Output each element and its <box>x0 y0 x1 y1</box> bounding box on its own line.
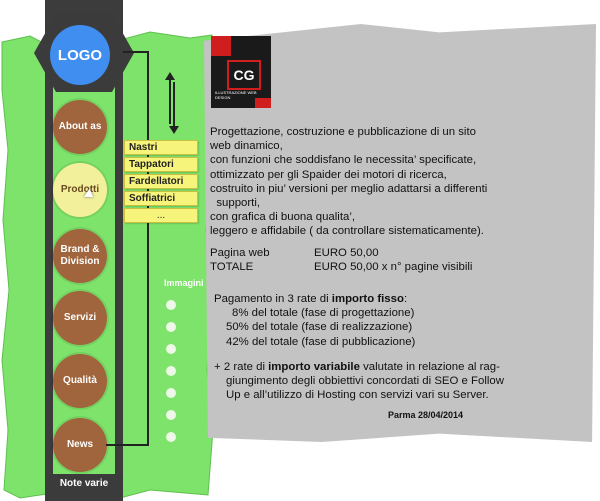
background-option[interactable] <box>166 432 176 442</box>
description-line: con grafica di buona qualita’, <box>210 211 356 224</box>
connector-line-vertical <box>147 51 149 446</box>
price-label: Pagina web <box>210 247 270 259</box>
nav-servizi-label: Servizi <box>63 312 97 323</box>
document-date: Parma 28/04/2014 <box>388 410 464 420</box>
connector-line-top <box>123 51 149 53</box>
nav-qualita-label: Qualità <box>63 375 97 386</box>
background-option[interactable] <box>166 322 176 332</box>
nav-brand-label: Brand & Division <box>60 244 100 267</box>
price-row: TOTALE EURO 50,00 x n° pagine visibili <box>210 260 590 274</box>
nav-prodotti-label: Prodotti <box>60 184 100 195</box>
background-option[interactable] <box>166 300 176 310</box>
payment-bold: importo fisso <box>331 293 404 305</box>
brand-logo: CG ILLUSTRAZIONE WEB DESIGN <box>211 36 271 108</box>
nav-about-label: About as <box>58 121 102 132</box>
price-row: Pagina web EURO 50,00 <box>210 246 590 260</box>
nav-prodotti[interactable]: Prodotti <box>53 163 107 217</box>
payment-suffix: : <box>403 293 408 305</box>
arrow-up-icon[interactable] <box>165 72 175 124</box>
arrow-down-icon[interactable] <box>169 82 179 134</box>
description-line: con funzioni che soddisfano le necessita… <box>210 154 477 167</box>
submenu-item-nastri[interactable]: Nastri <box>124 140 198 155</box>
brand-logo-mark: CG <box>227 60 261 90</box>
description-line: ottimizzato per gli Spaider dei motori d… <box>210 168 447 181</box>
nav-about[interactable]: About as <box>53 100 107 154</box>
description-line: leggero e affidabile ( da controllare si… <box>210 225 484 238</box>
note-varie-label: Note varie <box>59 478 109 489</box>
price-label: TOTALE <box>210 261 254 274</box>
background-images-title: Immagini sfondo <box>164 278 236 288</box>
price-value: EURO 50,00 <box>314 247 379 259</box>
variable-rest: valutate in relazione al rag- <box>359 361 500 373</box>
logo-button[interactable]: LOGO <box>50 25 110 85</box>
note-varie-button[interactable]: Note varie <box>45 474 123 496</box>
submenu-item-more[interactable]: ... <box>124 208 198 223</box>
description-line: supporti, <box>210 197 261 210</box>
nav-servizi[interactable]: Servizi <box>53 291 107 345</box>
variable-line: + 2 rate di importo variabile valutate i… <box>214 360 584 374</box>
payment-heading: Pagamento in 3 rate di importo fisso: <box>214 292 584 306</box>
background-option[interactable] <box>166 366 176 376</box>
service-description: Progettazione, costruzione e pubblicazio… <box>210 125 590 239</box>
nav-news[interactable]: News <box>53 418 107 472</box>
background-option[interactable] <box>166 410 176 420</box>
description-line: costruito in piu’ versioni per meglio ad… <box>210 182 488 195</box>
submenu-item-fardellatori[interactable]: Fardellatori <box>124 174 198 189</box>
brand-logo-red-block <box>211 36 231 56</box>
brand-logo-red-corner <box>255 98 271 108</box>
price-table: Pagina web EURO 50,00 TOTALE EURO 50,00 … <box>210 246 590 274</box>
background-option[interactable] <box>166 388 176 398</box>
submenu-item-tappatori[interactable]: Tappatori <box>124 157 198 172</box>
nav-brand-division[interactable]: Brand & Division <box>53 229 107 283</box>
nav-news-label: News <box>66 439 94 450</box>
products-submenu: Nastri Tappatori Fardellatori Soffiatric… <box>124 140 198 225</box>
variable-intro: + 2 rate di <box>214 361 269 373</box>
connector-line-bottom <box>106 444 149 446</box>
description-line: Progettazione, costruzione e pubblicazio… <box>210 126 476 138</box>
installment: 42% del totale (fase di pubblicazione) <box>226 335 416 348</box>
variable-terms: + 2 rate di importo variabile valutate i… <box>214 360 584 403</box>
installment: 8% del totale (fase di progettazione) <box>232 307 415 320</box>
variable-bold: importo variabile <box>268 361 360 373</box>
installment: 50% del totale (fase di realizzazione) <box>226 321 413 334</box>
payment-terms: Pagamento in 3 rate di importo fisso: 8%… <box>214 292 584 349</box>
payment-intro: Pagamento in 3 rate di <box>214 293 332 305</box>
price-value: EURO 50,00 x n° pagine visibili <box>314 261 473 274</box>
variable-line: giungimento degli obbiettivi concordati … <box>226 375 504 388</box>
submenu-item-soffiatrici[interactable]: Soffiatrici <box>124 191 198 206</box>
background-option[interactable] <box>166 344 176 354</box>
description-line: web dinamico, <box>210 140 283 153</box>
logo-label: LOGO <box>57 46 103 64</box>
nav-qualita[interactable]: Qualità <box>53 354 107 408</box>
variable-line: Up e all’utilizzo di Hosting con servizi… <box>226 389 489 402</box>
brand-logo-tagline: ILLUSTRAZIONE WEB DESIGN <box>215 90 257 100</box>
